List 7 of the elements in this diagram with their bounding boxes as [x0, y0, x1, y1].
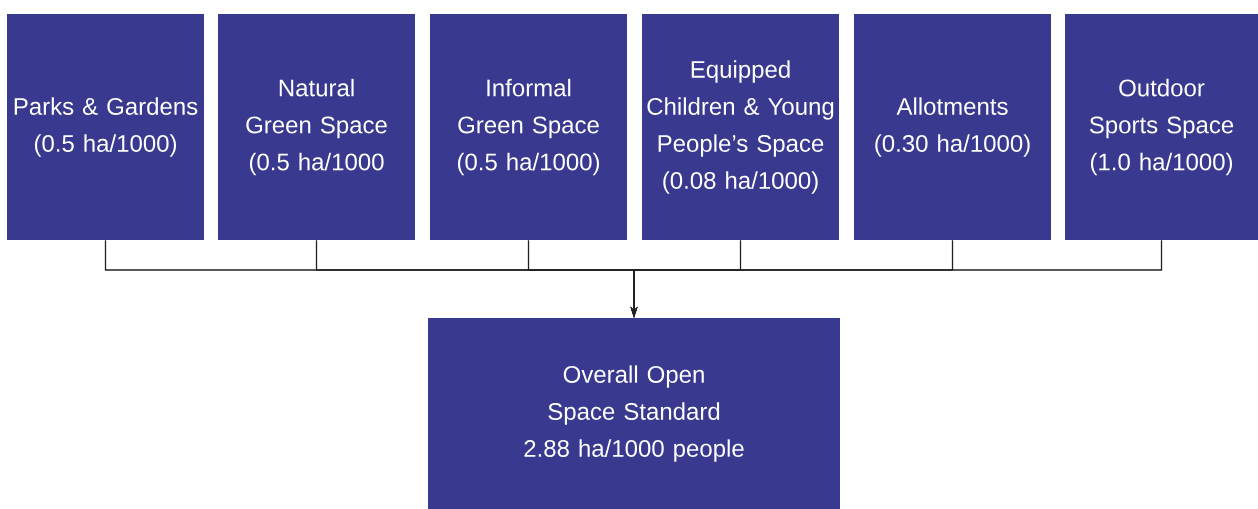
category-box: Outdoor Sports Space (1.0 ha/1000) — [1065, 14, 1258, 240]
category-box: Parks & Gardens (0.5 ha/1000) — [7, 14, 204, 240]
category-box: Allotments (0.30 ha/1000) — [854, 14, 1051, 240]
category-box: Informal Green Space (0.5 ha/1000) — [430, 14, 627, 240]
category-box: Natural Green Space (0.5 ha/1000 — [218, 14, 415, 240]
category-box: Overall Open Space Standard 2.88 ha/1000 people — [428, 318, 840, 509]
category-box: Equipped Children & Young People’s Space (0.08 ha/1000) — [642, 14, 839, 240]
